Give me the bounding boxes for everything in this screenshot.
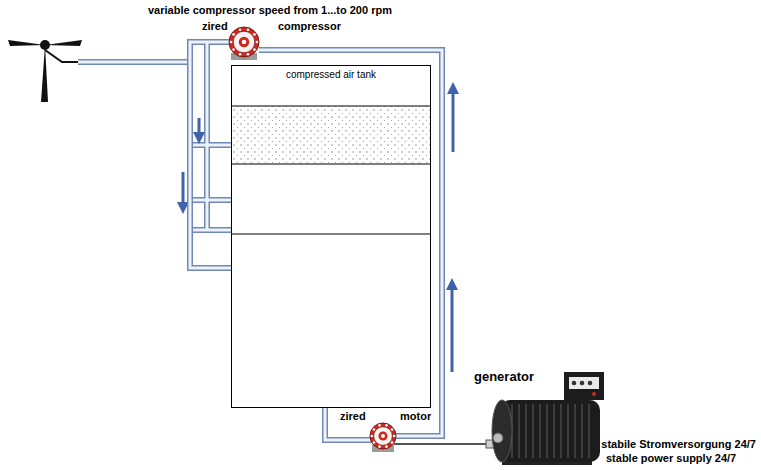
node-text: generator	[474, 370, 534, 385]
pipe-bore	[325, 408, 338, 440]
node-text: zired	[340, 410, 366, 423]
motor-unit: zired motor	[338, 410, 434, 450]
connector-line	[434, 443, 472, 445]
connector-line	[190, 42, 231, 268]
gear-tooth	[230, 41, 233, 44]
pipe	[325, 408, 338, 440]
gear-tooth	[393, 435, 396, 438]
pipe	[259, 47, 348, 53]
cooling-fin	[525, 404, 527, 458]
panel-meter	[572, 381, 577, 386]
node-text: stabile Stromversorgung 24/7	[601, 438, 756, 451]
cooling-fin	[574, 404, 576, 458]
tank-divider	[232, 164, 430, 165]
gear-tooth	[371, 435, 374, 438]
node-text: compressed air tank	[232, 69, 430, 81]
gear-tooth	[253, 48, 256, 51]
gear-hub	[239, 37, 250, 48]
gear-tooth	[232, 33, 235, 36]
generator-unit: generator stabile Stromversorgung 24/7sta…	[472, 368, 758, 468]
cooling-fin	[518, 404, 520, 458]
cooling-fin	[567, 404, 569, 458]
tank-box: compressed air tank	[231, 65, 431, 408]
panel-switch	[592, 392, 596, 396]
gear-tooth	[378, 445, 381, 448]
pipe-bore	[259, 49, 348, 52]
connector-line	[325, 408, 338, 440]
gear-tooth	[391, 441, 394, 444]
control-box	[564, 372, 604, 400]
pipe-bore	[338, 439, 372, 442]
wind-turbine	[8, 40, 82, 102]
node-text: motor	[400, 410, 431, 423]
gear-tooth	[385, 424, 388, 427]
gear-face	[374, 427, 393, 446]
cooling-fin	[532, 404, 534, 458]
cooling-fin	[539, 404, 541, 458]
tank-divider	[232, 234, 430, 235]
node-text: compressor	[278, 20, 341, 33]
gear-axle	[381, 434, 385, 438]
cooling-fin	[581, 404, 583, 458]
control-panel	[569, 377, 599, 389]
pipe-network	[78, 42, 231, 230]
pipe	[190, 42, 231, 268]
panel-meter	[580, 381, 585, 386]
gear-tooth	[391, 428, 394, 431]
gear-tooth	[247, 28, 250, 31]
gear-tooth	[247, 53, 250, 56]
gear-tooth	[373, 441, 376, 444]
gear-tooth	[385, 445, 388, 448]
pipe-connector	[325, 408, 338, 440]
compressed-air-region	[232, 106, 430, 164]
gear-rim	[370, 423, 396, 449]
gear-wheel	[229, 27, 259, 60]
gear-tooth	[239, 53, 242, 56]
gear-axle	[242, 40, 247, 45]
compressor-unit: zired compressor	[198, 18, 348, 60]
tank-divider	[232, 106, 430, 107]
generator-body	[500, 400, 600, 462]
cooling-fin	[546, 404, 548, 458]
gear-tooth	[378, 424, 381, 427]
pipe-bore	[190, 42, 231, 268]
node-figure	[232, 66, 432, 409]
gear-tooth	[256, 41, 259, 44]
cooling-fin	[560, 404, 562, 458]
pipe	[394, 433, 434, 439]
cooling-fin	[588, 404, 590, 458]
gear-tooth	[239, 28, 242, 31]
panel-meter	[588, 381, 593, 386]
pipe-bore	[394, 435, 434, 438]
shaft	[394, 443, 434, 445]
cooling-fin	[553, 404, 555, 458]
gear-wheel	[370, 423, 396, 452]
node-text: stable power supply 24/7	[606, 452, 736, 465]
gear-hub	[378, 431, 387, 440]
shaft-end	[493, 433, 503, 443]
pipe-connector	[190, 42, 231, 268]
heading-label: variable compressor speed from 1...to 20…	[148, 4, 392, 17]
gear-rim	[229, 27, 259, 57]
node-text: zired	[202, 20, 228, 33]
gear-tooth	[232, 48, 235, 51]
gear-tooth	[373, 428, 376, 431]
pipe	[338, 437, 372, 443]
gear-tooth	[253, 33, 256, 36]
gear-face	[233, 31, 255, 53]
end-cap	[492, 400, 512, 462]
shaft-connector	[434, 444, 472, 445]
